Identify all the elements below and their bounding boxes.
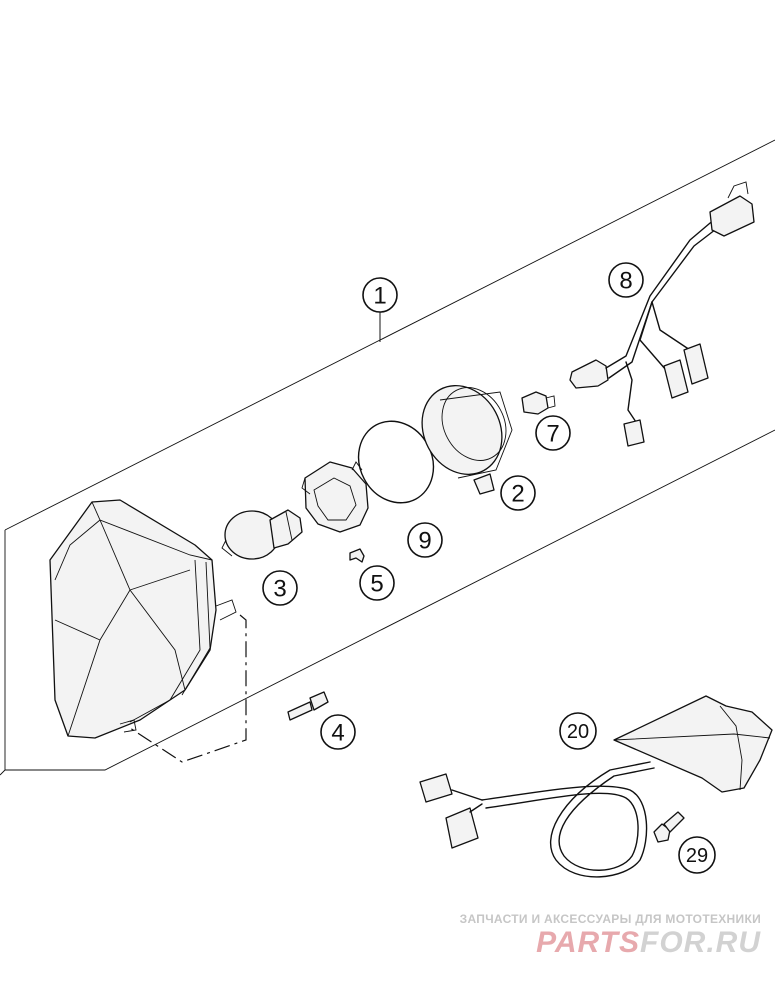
callout-9: 9 xyxy=(407,522,443,558)
retaining-clip xyxy=(349,548,365,563)
svg-text:5: 5 xyxy=(370,571,383,598)
assembly-leader-line xyxy=(129,614,247,763)
wiring-harness xyxy=(569,181,755,447)
callout-2: 2 xyxy=(500,475,536,511)
watermark-logo-secondary: FOR.RU xyxy=(640,926,761,959)
callout-4: 4 xyxy=(320,714,356,750)
svg-text:2: 2 xyxy=(511,481,524,508)
headlight-bulb xyxy=(221,509,303,560)
svg-text:3: 3 xyxy=(273,576,286,603)
callout-29: 29 xyxy=(678,836,716,874)
watermark-logo: PARTSFOR.RU xyxy=(460,926,761,960)
svg-text:8: 8 xyxy=(619,268,632,295)
watermark-tagline: ЗАПЧАСТИ И АКСЕССУАРЫ ДЛЯ МОТОТЕХНИКИ xyxy=(459,912,761,926)
svg-text:29: 29 xyxy=(686,845,708,867)
headlight-mask xyxy=(49,499,237,739)
assembly-frame xyxy=(0,139,775,776)
screw xyxy=(287,691,329,721)
small-screw xyxy=(653,811,685,843)
watermark: ЗАПЧАСТИ И АКСЕССУАРЫ ДЛЯ МОТОТЕХНИКИ PA… xyxy=(460,912,761,960)
callout-1: 1 xyxy=(362,277,398,313)
parking-bulb xyxy=(521,391,556,415)
svg-text:9: 9 xyxy=(418,528,431,555)
callout-5: 5 xyxy=(359,565,395,601)
svg-text:1: 1 xyxy=(373,283,386,310)
svg-text:4: 4 xyxy=(331,720,344,747)
auxiliary-light-cable xyxy=(419,695,773,878)
headlight-reflector xyxy=(421,384,513,495)
callout-7: 7 xyxy=(535,415,571,451)
watermark-logo-primary: PARTS xyxy=(536,926,640,959)
callout-3: 3 xyxy=(262,570,298,606)
callout-20: 20 xyxy=(559,712,597,750)
svg-text:20: 20 xyxy=(567,721,589,743)
svg-text:7: 7 xyxy=(546,421,559,448)
bulb-holder xyxy=(301,461,369,533)
callout-8: 8 xyxy=(608,262,644,298)
